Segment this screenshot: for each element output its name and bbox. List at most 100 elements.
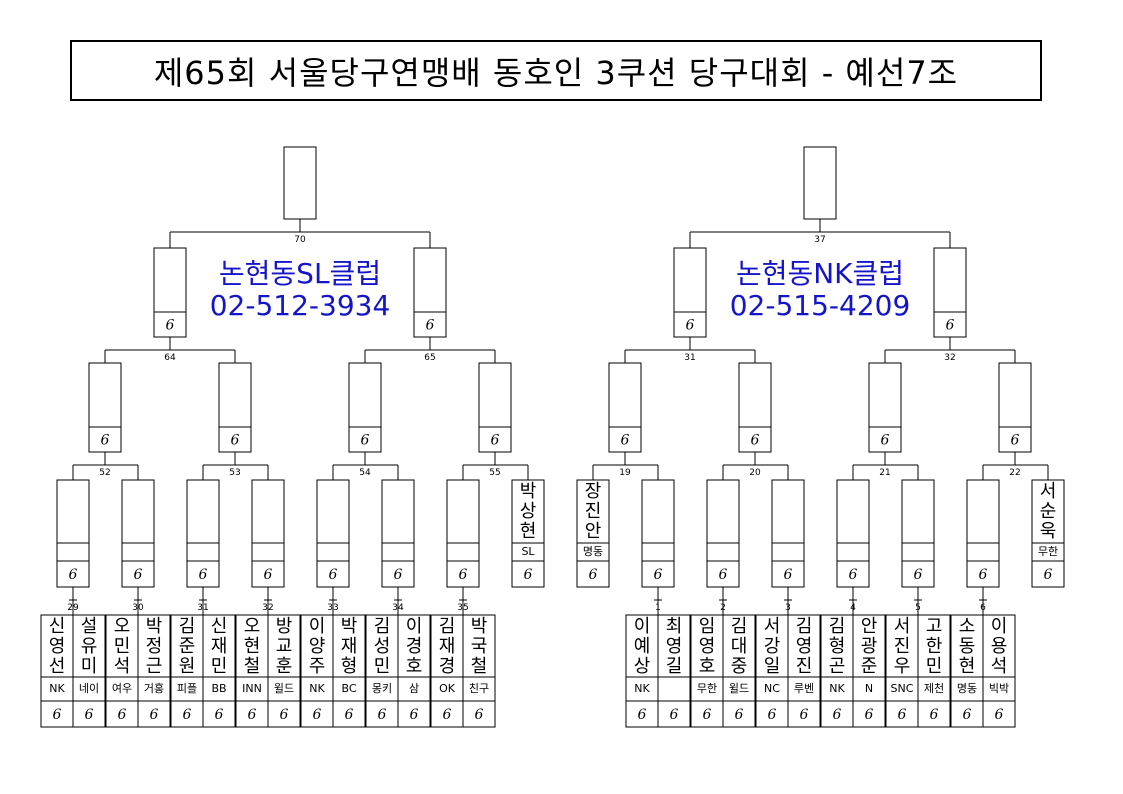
bracket-slot <box>998 362 1032 453</box>
player-name: 주 <box>309 656 326 677</box>
player-team: 제천 <box>924 681 944 695</box>
match-number: 65 <box>424 353 435 363</box>
final-slot <box>283 146 317 220</box>
bracket-slot <box>381 479 415 588</box>
player-name: 석 <box>991 656 1008 677</box>
match-number: 35 <box>457 603 468 613</box>
bracket-slot <box>868 362 902 453</box>
player-name: 방 <box>276 616 293 637</box>
player-name: 현 <box>244 636 261 657</box>
player-name: 원 <box>179 656 196 677</box>
player-name: 재 <box>439 636 456 657</box>
player-team: 여우 <box>112 682 132 695</box>
score-mark: 6 <box>930 707 939 723</box>
score-mark: 6 <box>833 707 842 723</box>
player-name: 김 <box>731 616 748 637</box>
match-number: 20 <box>749 468 761 478</box>
score-mark: 6 <box>410 707 419 723</box>
bracket-slot <box>966 479 1000 588</box>
player-name: 설 <box>81 616 98 637</box>
player-name: 상 <box>634 656 651 677</box>
score-mark: 6 <box>426 318 435 334</box>
player-name: 성 <box>374 636 391 657</box>
match-number: 32 <box>262 603 273 613</box>
bye-player-slot <box>511 479 545 588</box>
player-name: 최 <box>666 616 683 637</box>
player-name: 선 <box>49 656 66 677</box>
player-name: 대 <box>731 636 748 657</box>
player-name: 석 <box>114 656 131 677</box>
bracket-slot <box>738 362 772 453</box>
player-name: 박 <box>471 616 488 637</box>
player-name: 재 <box>341 636 358 657</box>
score-mark: 6 <box>784 567 793 583</box>
bracket-slot <box>88 362 122 453</box>
player-name: 진 <box>894 636 911 657</box>
player-name: 강 <box>764 636 781 657</box>
bracket-slot <box>121 479 155 588</box>
score-mark: 6 <box>166 318 175 334</box>
player-name: 양 <box>309 636 326 657</box>
player-team: 삼 <box>409 682 419 695</box>
player-name: 민 <box>926 656 943 677</box>
score-mark: 6 <box>69 567 78 583</box>
bracket-slot <box>641 479 675 588</box>
player-team: 윌드 <box>274 682 294 695</box>
club-phone: 02-515-4209 <box>730 289 911 322</box>
score-mark: 6 <box>231 433 240 449</box>
player-name: 이 <box>309 616 326 637</box>
score-mark: 6 <box>459 567 468 583</box>
match-number: 52 <box>99 468 110 478</box>
player-name: 서 <box>764 616 781 637</box>
player-team: 무한 <box>697 682 717 695</box>
match-number: 30 <box>132 603 144 613</box>
player-name: 형 <box>829 636 846 657</box>
score-mark: 6 <box>621 433 630 449</box>
score-mark: 6 <box>118 707 127 723</box>
match-number: 53 <box>229 468 240 478</box>
match-number: 31 <box>684 353 695 363</box>
player-name: 호 <box>406 656 423 677</box>
player-name: 안 <box>585 521 602 542</box>
score-mark: 6 <box>979 567 988 583</box>
match-number: 2 <box>720 603 726 613</box>
match-number: 1 <box>655 603 661 613</box>
player-team: NK <box>634 682 650 695</box>
match-number: 6 <box>980 603 986 613</box>
player-name: 길 <box>666 656 683 677</box>
match-number: 3 <box>785 603 791 613</box>
match-number: 19 <box>619 468 631 478</box>
player-team: NK <box>309 682 325 695</box>
bracket-slot <box>771 479 805 588</box>
bracket-slot <box>316 479 350 588</box>
match-number: 31 <box>197 603 208 613</box>
player-name: 박 <box>520 481 537 502</box>
player-team: NC <box>764 682 780 695</box>
player-name: 철 <box>244 656 261 677</box>
player-team: 무한 <box>1038 545 1058 558</box>
player-name: 경 <box>439 656 456 677</box>
player-name: 광 <box>861 636 878 657</box>
bye-player-slot <box>576 479 610 588</box>
player-team: N <box>865 682 873 695</box>
player-name: 교 <box>276 636 293 657</box>
score-mark: 6 <box>215 707 224 723</box>
player-name: 안 <box>861 616 878 637</box>
match-number: 64 <box>164 353 176 363</box>
player-team: 몽키 <box>372 682 392 695</box>
player-name: 임 <box>699 616 716 637</box>
score-mark: 6 <box>670 707 679 723</box>
player-name: 상 <box>520 501 537 522</box>
player-name: 근 <box>146 656 163 677</box>
player-team: BB <box>211 682 226 695</box>
player-name: 민 <box>114 636 131 657</box>
player-team: NK <box>829 682 845 695</box>
match-number: 33 <box>327 603 338 613</box>
match-number: 34 <box>392 603 404 613</box>
player-name: 철 <box>471 656 488 677</box>
player-name: 훈 <box>276 656 293 677</box>
bye-player-slot <box>1031 479 1065 588</box>
player-team: 명동 <box>583 545 603 558</box>
score-mark: 6 <box>865 707 874 723</box>
